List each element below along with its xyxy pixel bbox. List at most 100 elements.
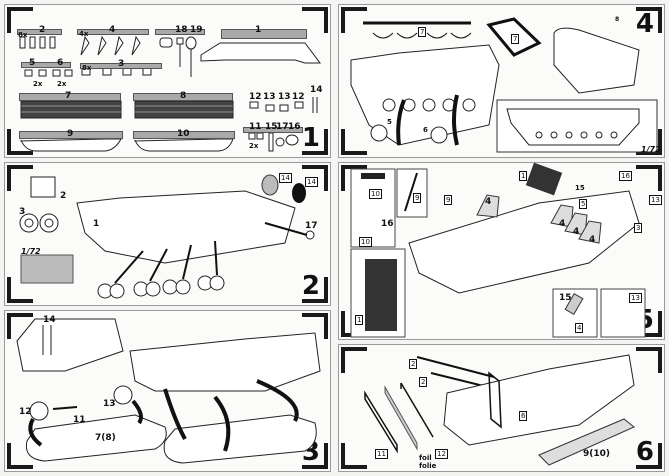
part-label: 12 [292, 92, 305, 102]
corner-mark [636, 347, 662, 373]
part-label: 3 [19, 207, 26, 217]
part-callout: 13 [629, 293, 642, 303]
part-label: 2 [60, 191, 67, 201]
part-callout: 7 [511, 34, 520, 44]
part-callout: 14 [305, 177, 318, 187]
part-label: 6 [57, 58, 64, 68]
sprue-part-11-17 [243, 127, 303, 133]
part-label: 13 [278, 92, 291, 102]
step-5-panel: 5 10 9 9 16 10 1 1 4 4 4 4 15 16 5 13 3 … [338, 162, 665, 340]
sprue-part-5-6 [21, 62, 71, 68]
corner-mark [636, 165, 662, 191]
step-2-panel: 2 2 3 1/72 1 14 14 17 [4, 162, 331, 306]
part-callout: 14 [279, 173, 292, 183]
corner-mark [636, 311, 662, 337]
part-label: 15 [575, 184, 585, 192]
step-number: 2 [301, 271, 320, 301]
step-3-panel: 3 14 12 11 13 7(8) [4, 310, 331, 472]
part-callout: 11 [375, 449, 388, 459]
foil-label: foil [419, 454, 432, 462]
part-label: 4 [573, 227, 580, 237]
step-6-drawing [364, 354, 635, 466]
part-callout: 9 [444, 195, 453, 205]
corner-mark [341, 129, 367, 155]
part-callout: 5 [579, 199, 588, 209]
part-label: 14 [43, 315, 56, 325]
step-4-panel: 4 7 7 8 5 6 1/72 [338, 4, 665, 158]
part-label: 17 [276, 122, 289, 132]
step-2-drawing [19, 174, 315, 299]
sprue-part-18-19 [155, 29, 205, 35]
corner-mark [636, 443, 662, 469]
corner-mark [7, 129, 33, 155]
corner-mark [7, 443, 33, 469]
corner-mark [341, 443, 367, 469]
sprue-part-9 [19, 131, 123, 139]
corner-mark [302, 443, 328, 469]
corner-mark [302, 129, 328, 155]
part-label: 3 [118, 59, 125, 69]
step-1-panel: 1 2 8x [4, 4, 331, 158]
part-label: 12 [19, 407, 32, 417]
quantity-label: 2x [249, 142, 259, 150]
part-callout: 6 [519, 411, 528, 421]
step-4-drawing [350, 17, 658, 153]
step-3-drawing [16, 318, 321, 464]
sprue-drawings [19, 35, 321, 152]
quantity-label: 2x [33, 80, 43, 88]
part-callout: 13 [649, 195, 662, 205]
part-label: 5 [29, 58, 36, 68]
part-label: 8 [180, 91, 187, 101]
part-callout: 16 [619, 171, 632, 181]
part-label: 2 [39, 25, 46, 35]
corner-mark [302, 165, 328, 191]
part-label: 7 [65, 91, 72, 101]
sprue-part-4 [77, 29, 149, 35]
part-label: 4 [485, 197, 492, 207]
sprue-part-8 [133, 93, 233, 101]
sprue-part-7 [19, 93, 121, 101]
sprue-part-2 [17, 29, 62, 35]
part-label: 14 [310, 85, 323, 95]
part-callout: 8 [615, 16, 620, 23]
part-callout: 4 [575, 323, 584, 333]
part-label: 13 [103, 399, 116, 409]
sprue-part-1 [221, 29, 307, 39]
part-callout: 9 [413, 193, 422, 203]
part-label: 9 [67, 129, 74, 139]
sprue-part-10 [133, 131, 235, 139]
corner-mark [302, 313, 328, 339]
corner-mark [636, 7, 662, 33]
part-label: 16 [381, 219, 394, 229]
part-label: 15 [559, 293, 572, 303]
scale-label: 1/72 [641, 145, 661, 154]
part-label: 15 [265, 122, 278, 132]
sprue-part-3 [80, 63, 162, 69]
part-label: 1 [93, 219, 100, 229]
step-5-drawing [350, 162, 646, 338]
part-label: 1 [255, 25, 262, 35]
quantity-label: 4x [79, 30, 89, 38]
part-label: 6 [423, 126, 428, 134]
part-label: 4 [109, 25, 116, 35]
corner-mark [341, 347, 367, 373]
step-number: 6 [635, 437, 654, 467]
part-label: 10 [177, 129, 190, 139]
corner-mark [7, 277, 33, 303]
part-label: 11 [73, 415, 86, 425]
part-label: 4 [589, 235, 596, 245]
part-callout: 2 [409, 359, 418, 369]
quantity-label: 8x [18, 31, 28, 39]
part-label: 9(10) [583, 449, 611, 459]
part-label: 4 [559, 219, 566, 229]
part-label: 17 [305, 221, 318, 231]
step-6-panel: 6 2 2 6 11 12 foil folie 9(10) [338, 344, 665, 472]
step-number: 1 [301, 123, 320, 153]
corner-mark [341, 165, 367, 191]
part-label: 19 [190, 25, 203, 35]
corner-mark [302, 7, 328, 33]
corner-mark [302, 277, 328, 303]
part-label: 5 [387, 118, 392, 126]
part-callout: 2 [419, 377, 428, 387]
part-label: 12 [249, 92, 262, 102]
